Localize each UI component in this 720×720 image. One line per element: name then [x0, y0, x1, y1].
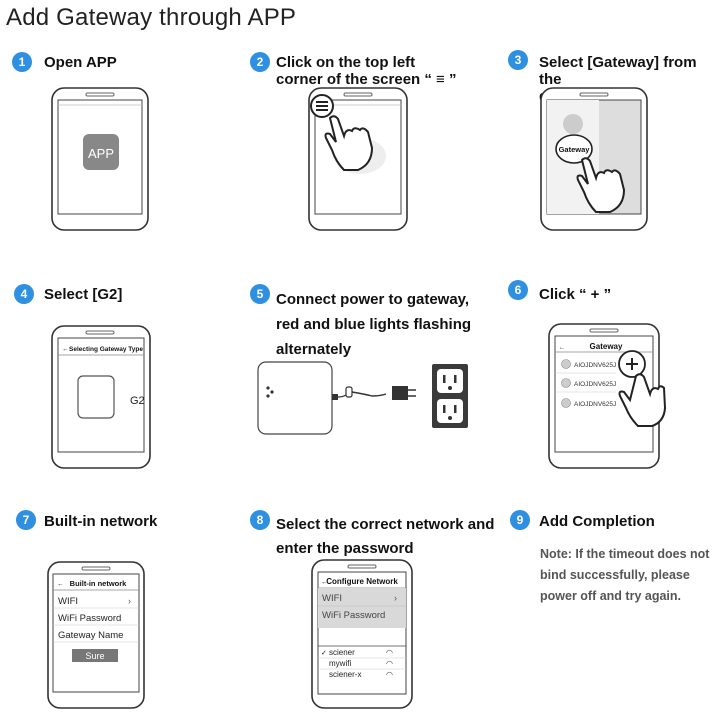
step-6-phone-illustration: ← Gateway AIOJDNV625J AIOJDNV625J AIOJDN…	[548, 323, 667, 469]
step-3-title-line1: Select [Gateway] from the	[539, 54, 697, 88]
gateway-name-field: Gateway Name	[58, 630, 123, 641]
wifi-icon: ◠	[386, 659, 393, 668]
power-cable	[351, 391, 387, 397]
gateway-list-item: AIOJDNV625J	[561, 378, 616, 388]
step-8-title-line2: enter the password	[276, 540, 414, 557]
step-6-badge: 6	[508, 280, 528, 300]
step-3-phone-illustration: Gateway	[540, 87, 648, 231]
gateway-chip-label: Gateway	[559, 145, 591, 154]
step-1-phone-illustration: APP	[51, 87, 149, 231]
wifi-icon: ◠	[386, 648, 393, 657]
network-item: sciener-x	[329, 670, 361, 679]
network-item: sciener	[329, 648, 355, 657]
step-5-title-line3: alternately	[276, 341, 352, 358]
step-2-title-line2: corner of the screen “ ≡ ”	[276, 71, 457, 88]
step-9-title: Add Completion	[539, 513, 655, 530]
gateway-list-item: AIOJDNV625J	[561, 359, 616, 369]
step-5-title-line2: red and blue lights flashing	[276, 316, 472, 333]
sure-button-label: Sure	[85, 651, 104, 661]
step-2-title: Click on the top left corner of the scre…	[276, 54, 456, 88]
step-5-power-illustration	[257, 361, 468, 435]
step-5-title-line1: Connect power to gateway,	[276, 291, 470, 308]
step-2-badge: 2	[250, 52, 270, 72]
sure-button	[72, 649, 118, 662]
svg-text:AIOJDNV625J: AIOJDNV625J	[574, 362, 616, 369]
step-3-badge: 3	[508, 50, 528, 70]
chevron-right-icon: ›	[394, 593, 397, 603]
step-8-badge: 8	[250, 510, 270, 530]
wifi-password-field: WiFi Password	[58, 613, 121, 624]
svg-text:AIOJDNV625J: AIOJDNV625J	[574, 401, 616, 408]
back-arrow-icon: ←	[62, 346, 69, 353]
step-5-title: Connect power to gateway, red and blue l…	[276, 287, 471, 362]
g2-device-icon	[77, 375, 115, 419]
wifi-icon: ◠	[386, 670, 393, 679]
step-8-phone-illustration: ← Configure Network WIFI › WiFi Password…	[311, 559, 413, 709]
power-adapter	[392, 386, 408, 400]
step-4-phone-illustration: ← Selecting Gateway Type G2	[51, 325, 151, 469]
back-arrow-icon: ←	[559, 345, 565, 351]
step-8-title-line1: Select the correct network and	[276, 516, 495, 533]
step-2-phone-illustration	[308, 87, 408, 231]
back-arrow-icon: ←	[321, 579, 328, 586]
wifi-password-field: WiFi Password	[322, 610, 385, 621]
app-icon	[83, 134, 119, 170]
gateway-device	[257, 361, 333, 435]
configure-header: Configure Network	[326, 577, 398, 586]
step-7-title: Built-in network	[44, 513, 158, 530]
menu-icon	[316, 101, 328, 111]
timeout-note: Note: If the timeout does not bind succe…	[540, 547, 710, 603]
step-2-title-line1: Click on the top left	[276, 54, 416, 71]
gateway-type-header: Selecting Gateway Type	[69, 346, 143, 353]
wifi-field: WIFI	[322, 593, 342, 604]
builtin-header: Built-in network	[70, 579, 127, 588]
step-5-badge: 5	[250, 284, 270, 304]
gateway-chip	[555, 134, 593, 164]
hand-pointer	[618, 373, 667, 427]
step-4-badge: 4	[14, 284, 34, 304]
step-1-badge: 1	[12, 52, 32, 72]
gateway-list-header: Gateway	[590, 342, 623, 351]
step-9-badge: 9	[510, 510, 530, 530]
g2-label: G2	[130, 395, 145, 407]
page-title: Add Gateway through APP	[6, 4, 297, 31]
network-item: mywifi	[329, 659, 351, 668]
hand-pointer	[324, 115, 374, 171]
app-icon-label: APP	[88, 146, 114, 161]
wifi-field: WIFI	[58, 596, 78, 607]
step-7-phone-illustration: ← Built-in network WIFI › WiFi Password …	[47, 561, 145, 709]
back-arrow-icon: ←	[57, 581, 64, 588]
chevron-right-icon: ›	[128, 596, 131, 606]
svg-text:AIOJDNV625J: AIOJDNV625J	[574, 381, 616, 388]
step-6-title: Click “ + ”	[539, 286, 612, 303]
step-1-title: Open APP	[44, 54, 117, 71]
step-4-title: Select [G2]	[44, 286, 123, 303]
hand-pointer	[576, 157, 626, 213]
gateway-list-item: AIOJDNV625J	[561, 398, 616, 408]
step-8-title: Select the correct network and enter the…	[276, 513, 494, 561]
check-icon: ✓	[321, 650, 327, 657]
step-7-badge: 7	[16, 510, 36, 530]
